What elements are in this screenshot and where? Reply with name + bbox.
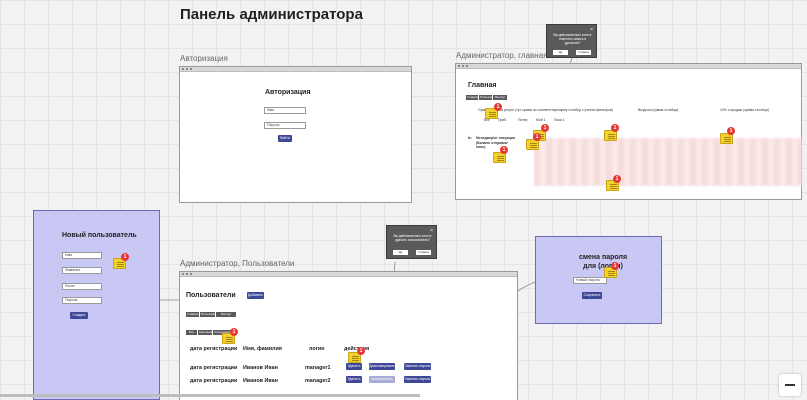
users-header-date: дата регистрации <box>190 346 238 352</box>
confirm-mid-message: Вы действительно хотите удалить пользова… <box>393 234 432 242</box>
admin-main-check-all[interactable]: Все <box>484 118 490 122</box>
comment-sticker[interactable] <box>604 130 617 141</box>
table-row: дата регистрации Иванов Иван manager1 Уд… <box>180 363 519 375</box>
comment-badge: 1 <box>533 133 541 141</box>
close-icon[interactable]: × <box>590 27 593 33</box>
confirm-mid-yes-button[interactable]: Да <box>393 250 408 255</box>
card-new-user[interactable]: Новый пользователь Имя Фамилия Логин Пар… <box>33 210 160 400</box>
row-change-password-button[interactable]: Сменить пароль <box>404 376 431 383</box>
comment-sticker[interactable] <box>720 133 733 144</box>
comment-badge: 1 <box>357 347 365 355</box>
comment-sticker[interactable] <box>348 352 361 363</box>
row-change-password-button[interactable]: Сменить пароль <box>404 363 431 370</box>
row-login: manager1 <box>305 365 331 371</box>
admin-main-report-table <box>534 138 802 186</box>
change-password-heading: смена пароля для (логин) <box>578 254 628 270</box>
horizontal-scrollbar[interactable] <box>0 394 420 397</box>
comment-badge: 1 <box>500 146 508 154</box>
auth-login-field[interactable]: Имя <box>264 107 306 114</box>
users-tab-users[interactable]: Пользователи <box>200 312 221 317</box>
users-tab-logout[interactable]: Выход/подписка <box>216 312 236 321</box>
zoom-out-icon[interactable] <box>779 374 801 396</box>
change-password-save-button[interactable]: Сохранить <box>582 292 602 299</box>
users-filter-staff[interactable]: Сотрудники <box>213 330 231 335</box>
admin-main-check-4[interactable]: Пока 1 <box>554 118 565 122</box>
comment-badge: 1 <box>541 124 549 132</box>
comment-sticker[interactable] <box>485 108 498 119</box>
users-filter-all[interactable]: Все <box>186 330 197 335</box>
frame-titlebar <box>180 67 411 72</box>
auth-heading: Авторизация <box>265 89 311 96</box>
comment-badge: 1 <box>230 328 238 336</box>
frame-label-auth: Авторизация <box>180 54 228 63</box>
comment-sticker[interactable] <box>606 180 619 191</box>
confirm-dialog-delete-user[interactable]: × Вы действительно хотите удалить пользо… <box>386 225 437 259</box>
comment-sticker[interactable] <box>493 152 506 163</box>
comment-badge: 1 <box>121 253 129 261</box>
users-header-name: Имя, фамилия <box>243 346 282 352</box>
comment-badge: 1 <box>727 127 735 135</box>
new-user-login-field[interactable]: Логин <box>62 283 102 290</box>
new-user-first-name-field[interactable]: Имя <box>62 252 102 259</box>
new-user-create-button[interactable]: Создать <box>70 312 88 319</box>
admin-main-tab-home[interactable]: Главная <box>466 95 479 100</box>
frame-titlebar <box>180 272 517 277</box>
admin-main-filter-text: Сумма до учета услуги (тут сумма по соот… <box>478 108 613 112</box>
frame-label-users: Администратор, Пользователи <box>180 259 295 268</box>
comment-sticker[interactable] <box>113 258 126 269</box>
row-delete-button[interactable]: Удалить <box>346 363 362 370</box>
admin-main-tab-users[interactable]: Пользователи <box>479 95 500 100</box>
comment-badge: 1 <box>611 124 619 132</box>
admin-main-col-no: № <box>468 136 472 140</box>
users-heading: Пользователи <box>186 292 236 299</box>
board-title: Панель администратора <box>180 6 363 23</box>
row-activate-button[interactable]: Активировать <box>369 376 395 383</box>
new-user-heading: Новый пользователь <box>62 232 137 239</box>
admin-main-percent-text: 10% с продаж (сумма столбца) <box>720 108 769 112</box>
admin-main-check-1[interactable]: Приб <box>498 118 507 122</box>
admin-main-tab-logout[interactable]: Выход/подписка <box>493 95 507 104</box>
confirm-top-message: Вы действительно хотите отменить запись … <box>553 33 592 45</box>
confirm-top-yes-button[interactable]: Да <box>553 50 568 55</box>
admin-main-heading: Главная <box>468 82 497 89</box>
auth-submit-button[interactable]: Войти <box>278 135 292 142</box>
users-filter-remote[interactable]: Удалёнка <box>198 330 213 335</box>
card-change-password[interactable]: смена пароля для (логин) Новый пароль Со… <box>535 236 662 324</box>
row-delete-button[interactable]: Удалить <box>346 376 362 383</box>
change-password-field[interactable]: Новый пароль <box>573 277 607 284</box>
users-header-login: логин <box>309 346 325 352</box>
confirm-top-cancel-button[interactable]: Отмена <box>576 50 591 55</box>
comment-sticker[interactable] <box>222 333 235 344</box>
frame-auth[interactable]: Авторизация Имя Пароль Войти <box>179 66 412 203</box>
users-header-actions: действия <box>344 346 369 352</box>
confirm-dialog-top[interactable]: × Вы действительно хотите отменить запис… <box>546 24 597 58</box>
comment-sticker[interactable] <box>526 139 539 150</box>
new-user-last-name-field[interactable]: Фамилия <box>62 267 102 274</box>
auth-password-field[interactable]: Пароль <box>264 122 306 129</box>
users-add-button[interactable]: Добавить <box>247 292 264 299</box>
frame-label-admin-main: Администратор, главная <box>456 51 548 60</box>
row-name: Иванов Иван <box>243 365 278 371</box>
frame-titlebar <box>456 64 801 69</box>
table-row: дата регистрации Иванов Иван manager2 Уд… <box>180 376 519 388</box>
comment-badge: 1 <box>611 262 619 270</box>
frame-admin-main[interactable]: Главная Главная Пользователи Выход/подпи… <box>455 63 802 200</box>
row-date: дата регистрации <box>190 365 238 371</box>
admin-main-check-3[interactable]: Мой 1 <box>536 118 546 122</box>
admin-main-col-manager: Менеджер/от операции (Баланс/ отправка/н… <box>476 136 515 149</box>
row-name: Иванов Иван <box>243 378 278 384</box>
comment-sticker[interactable] <box>604 267 617 278</box>
row-login: manager2 <box>305 378 331 384</box>
close-icon[interactable]: × <box>430 228 433 234</box>
row-deactivate-button[interactable]: Деактивировать <box>369 363 395 370</box>
comment-badge: 1 <box>494 103 502 111</box>
confirm-mid-cancel-button[interactable]: Отмена <box>416 250 431 255</box>
admin-main-check-2[interactable]: Потер <box>518 118 528 122</box>
row-date: дата регистрации <box>190 378 238 384</box>
admin-main-revenue-text: Выручка (сумма столбца) <box>638 108 679 112</box>
comment-badge: 1 <box>613 175 621 183</box>
new-user-password-field[interactable]: Пароль <box>62 297 102 304</box>
users-tab-home[interactable]: Главная <box>186 312 199 317</box>
